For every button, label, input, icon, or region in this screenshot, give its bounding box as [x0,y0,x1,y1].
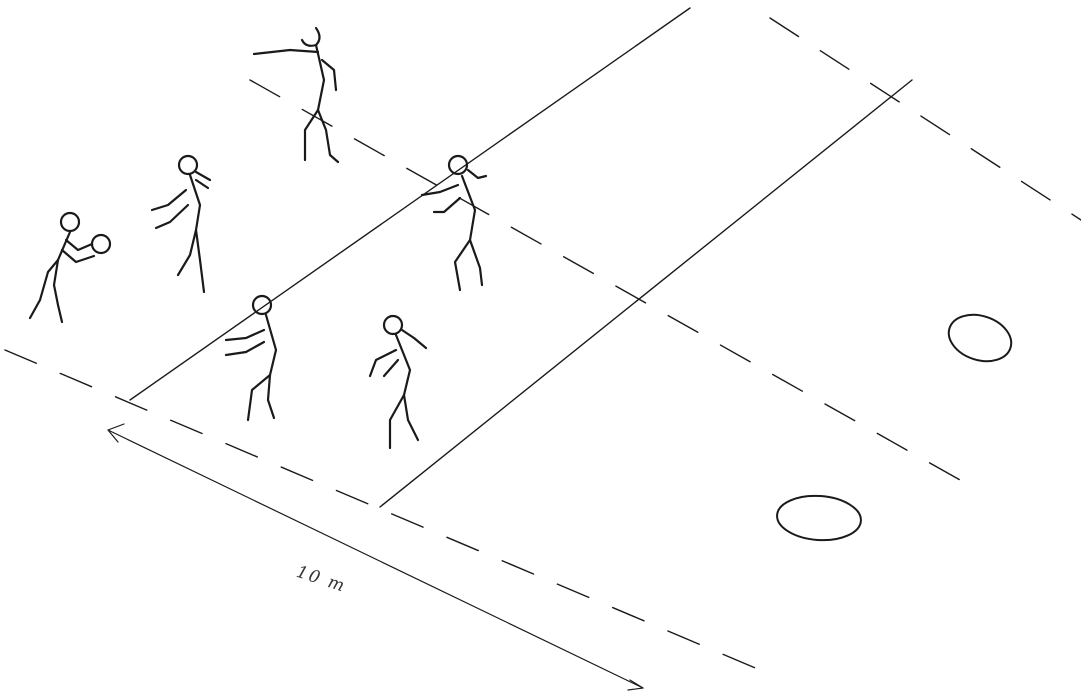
player-2 [152,156,210,292]
ball [92,235,110,253]
target-circle-near [776,493,863,543]
target-circle-far [943,307,1017,369]
player-6 [370,316,426,448]
player-3-pointing [254,28,338,162]
arrowhead-left [108,424,124,442]
dashed-boundary-front [5,350,760,670]
player-with-ball [30,213,110,322]
dashed-boundary-back [770,18,1081,220]
far-side-line [380,80,912,507]
dashed-boundary-middle [250,80,960,480]
distance-arrow-line [108,430,643,688]
near-side-line [130,8,690,400]
player-4 [422,156,486,290]
